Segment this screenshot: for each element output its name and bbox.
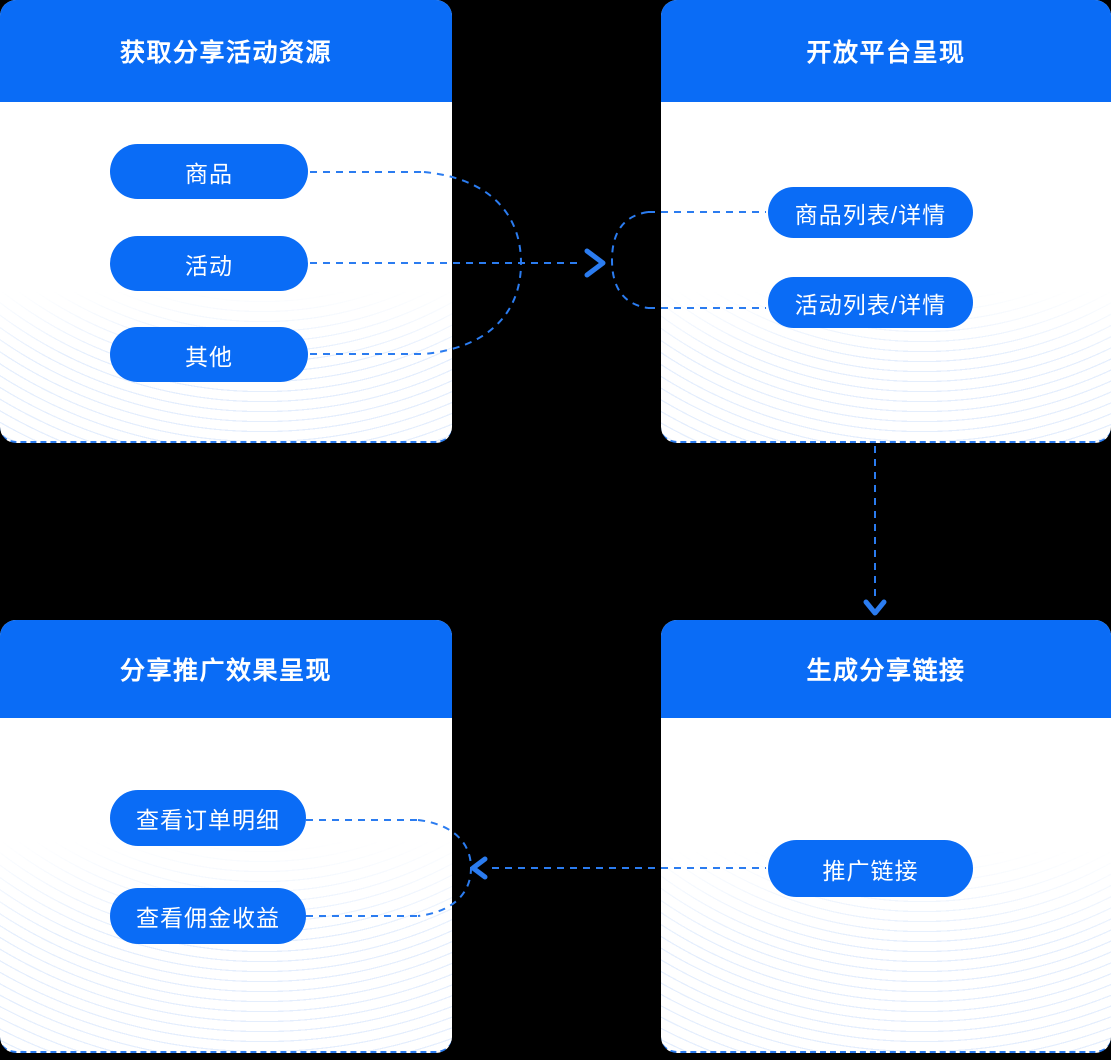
node-view-commission-income: 查看佣金收益 — [110, 888, 306, 944]
card-title-generate-share-link: 生成分享链接 — [661, 620, 1111, 718]
card-promotion-effect: 分享推广效果呈现 查看订单明细 查看佣金收益 — [0, 620, 452, 1053]
node-activity-list-detail: 活动列表/详情 — [768, 277, 973, 328]
arrowhead-down-icon — [863, 599, 887, 616]
connector-platform-to-link — [863, 446, 887, 616]
card-title-promotion-effect: 分享推广效果呈现 — [0, 620, 452, 718]
card-title-acquire-resources: 获取分享活动资源 — [0, 0, 452, 102]
node-promotion-link: 推广链接 — [768, 840, 973, 897]
node-product-list-detail: 商品列表/详情 — [768, 187, 973, 238]
arrowhead-left-icon — [470, 856, 488, 880]
card-acquire-resources: 获取分享活动资源 商品 活动 其他 — [0, 0, 452, 443]
card-title-open-platform: 开放平台呈现 — [661, 0, 1111, 102]
node-activity: 活动 — [110, 236, 308, 291]
node-product: 商品 — [110, 144, 308, 199]
card-generate-share-link: 生成分享链接 推广链接 — [661, 620, 1111, 1053]
arrowhead-right-icon — [584, 248, 606, 278]
node-view-order-details: 查看订单明细 — [110, 790, 306, 846]
node-other: 其他 — [110, 327, 308, 382]
wave-decoration — [0, 841, 452, 1051]
card-open-platform: 开放平台呈现 商品列表/详情 活动列表/详情 — [661, 0, 1111, 443]
